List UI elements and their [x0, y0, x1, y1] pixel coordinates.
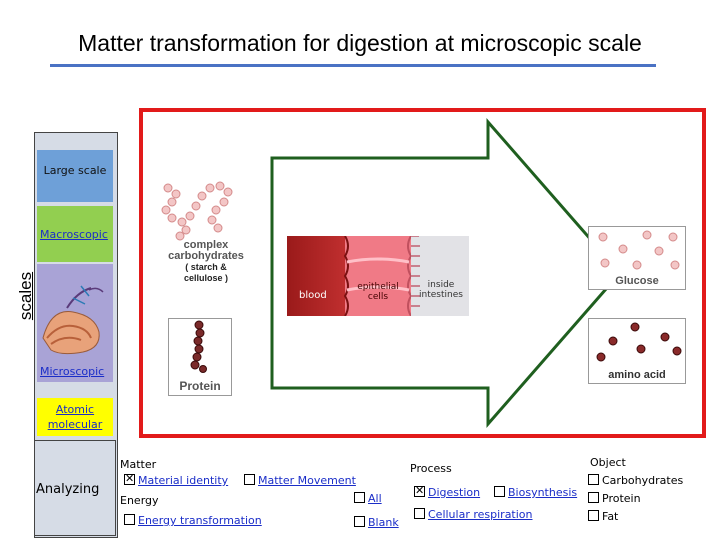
blank-option[interactable]: Blank — [354, 516, 399, 529]
tissue-cross-section: blood epithelial cells inside intestines — [287, 236, 469, 316]
scale-band-macroscopic[interactable]: Macroscopic — [37, 206, 113, 262]
page-title: Matter transformation for digestion at m… — [0, 30, 720, 57]
scale-band-large[interactable]: Large scale — [37, 150, 113, 202]
amino-acid-molecules-illustration — [589, 319, 685, 369]
digestion-checkbox[interactable] — [414, 486, 425, 497]
cellular-respiration-checkbox[interactable] — [414, 508, 425, 519]
material-identity-option[interactable]: Material identity — [124, 474, 228, 487]
scale-band-microscopic-label[interactable]: Microscopic — [40, 365, 104, 378]
glucose-molecules-illustration — [589, 227, 685, 277]
matter-heading: Matter — [120, 458, 156, 471]
glucose-label: Glucose — [589, 275, 685, 287]
biosynthesis-checkbox[interactable] — [494, 486, 505, 497]
scales-axis-label: scales — [16, 266, 36, 326]
carbohydrates-checkbox[interactable] — [588, 474, 599, 485]
energy-heading: Energy — [120, 494, 159, 507]
matter-movement-option[interactable]: Matter Movement — [244, 474, 356, 487]
material-identity-checkbox[interactable] — [124, 474, 135, 485]
object-heading: Object — [590, 456, 626, 469]
energy-transformation-checkbox[interactable] — [124, 514, 135, 525]
scale-band-atomic-line2: molecular — [37, 417, 113, 432]
all-option[interactable]: All — [354, 492, 382, 505]
process-heading: Process — [410, 462, 452, 475]
protein-chain-illustration — [169, 319, 231, 373]
protein-label: Protein — [169, 379, 231, 393]
matter-movement-checkbox[interactable] — [244, 474, 255, 485]
fat-option[interactable]: Fat — [588, 510, 618, 523]
biosynthesis-option[interactable]: Biosynthesis — [494, 486, 577, 499]
blank-checkbox[interactable] — [354, 516, 365, 527]
epithelial-cells-label: epithelial cells — [347, 282, 409, 302]
digestive-system-illustration — [37, 268, 113, 364]
cellular-respiration-option[interactable]: Cellular respiration — [414, 508, 533, 521]
glucose-card: Glucose — [588, 226, 686, 290]
protein-checkbox[interactable] — [588, 492, 599, 503]
title-underline — [50, 64, 656, 67]
scale-band-atomic-molecular[interactable]: Atomic molecular — [37, 398, 113, 436]
complex-carbohydrates-label: complex carbohydrates ( starch & cellulo… — [166, 240, 246, 284]
scale-band-microscopic[interactable]: Microscopic — [37, 264, 113, 382]
blood-label: blood — [299, 290, 327, 301]
fat-checkbox[interactable] — [588, 510, 599, 521]
protein-option[interactable]: Protein — [588, 492, 641, 505]
carbohydrates-option[interactable]: Carbohydrates — [588, 474, 683, 487]
scale-band-macroscopic-label[interactable]: Macroscopic — [40, 228, 108, 241]
energy-transformation-option[interactable]: Energy transformation — [124, 514, 262, 527]
scale-band-atomic-line1: Atomic — [37, 402, 113, 417]
analyzing-label: Analyzing — [36, 482, 99, 497]
amino-acid-card: amino acid — [588, 318, 686, 384]
amino-acid-label: amino acid — [589, 369, 685, 381]
all-checkbox[interactable] — [354, 492, 365, 503]
protein-card: Protein — [168, 318, 232, 396]
digestion-option[interactable]: Digestion — [414, 486, 480, 499]
complex-carbohydrates-card: complex carbohydrates ( starch & cellulo… — [156, 180, 246, 296]
inside-intestines-label: inside intestines — [413, 280, 469, 300]
